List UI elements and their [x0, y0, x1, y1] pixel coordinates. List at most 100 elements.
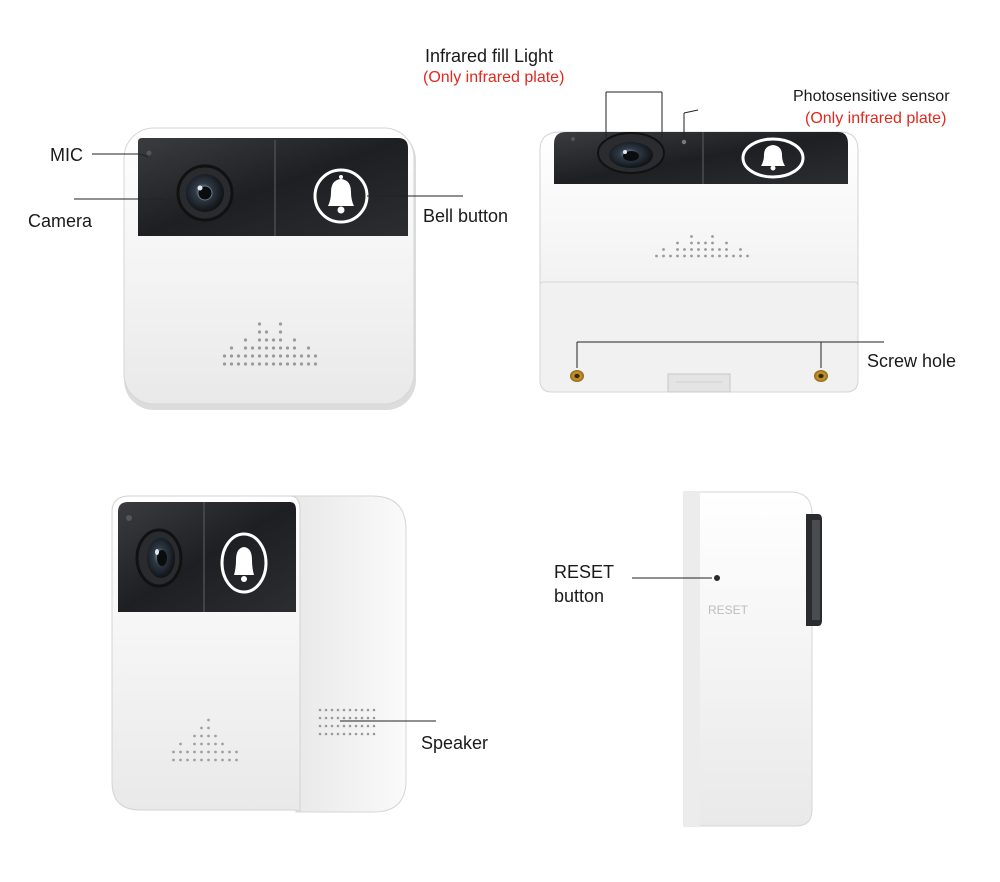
grille-dot — [193, 750, 196, 754]
grille-dot — [243, 346, 248, 350]
grille-dot — [704, 254, 707, 258]
leader-lines — [74, 91, 884, 722]
bottom-speaker-grille — [655, 235, 749, 258]
grille-dot — [711, 254, 714, 258]
grille-dot — [718, 248, 721, 251]
grille-dot — [372, 716, 376, 720]
grille-dot — [725, 254, 728, 258]
grille-dot — [257, 338, 262, 342]
side-view: RESET — [683, 491, 822, 827]
grille-dot — [306, 354, 311, 358]
front-view — [123, 127, 416, 410]
grille-dot — [243, 362, 248, 366]
grille-dot — [179, 750, 182, 754]
grille-dot — [739, 248, 742, 251]
grille-dot — [711, 248, 714, 251]
grille-dot — [318, 708, 322, 712]
grille-dot — [342, 732, 346, 736]
grille-dot — [264, 330, 269, 334]
grille-dot — [342, 708, 346, 712]
side-bell-button-icon — [220, 532, 268, 594]
infrared-fill-light-label: Infrared fill Light — [425, 46, 554, 66]
grille-dot — [306, 362, 311, 366]
grille-dot — [366, 716, 370, 720]
grille-dot — [718, 254, 721, 258]
speaker-label: Speaker — [421, 733, 489, 753]
grille-dot — [372, 724, 376, 728]
grille-dot — [278, 362, 283, 366]
grille-dot — [690, 248, 693, 251]
grille-dot — [697, 254, 700, 258]
grille-dot — [324, 708, 328, 712]
grille-dot — [292, 354, 297, 358]
grille-dot — [292, 338, 297, 342]
grille-dot — [200, 734, 203, 738]
grille-dot — [193, 742, 196, 746]
grille-dot — [243, 338, 248, 342]
grille-dot — [285, 362, 290, 366]
grille-dot — [222, 354, 227, 358]
grille-dot — [271, 346, 276, 350]
grille-dot — [366, 732, 370, 736]
grille-dot — [354, 716, 358, 720]
screw-hole-label: Screw hole — [867, 351, 957, 371]
grille-dot — [200, 750, 203, 754]
grille-dot — [250, 362, 255, 366]
grille-dot — [662, 254, 665, 258]
grille-dot — [214, 758, 217, 762]
camera-label: Camera — [28, 211, 93, 231]
grille-dot — [746, 254, 749, 258]
grille-dot — [342, 716, 346, 720]
grille-dot — [330, 716, 334, 720]
photosensitive-sensor-icon — [681, 139, 687, 145]
grille-dot — [366, 708, 370, 712]
grille-dot — [207, 726, 210, 730]
grille-dot — [229, 354, 234, 358]
grille-dot — [200, 726, 203, 730]
grille-dot — [690, 235, 693, 238]
grille-dot — [354, 724, 358, 728]
grille-dot — [257, 330, 262, 334]
grille-dot — [278, 330, 283, 334]
grille-dot — [336, 732, 340, 736]
grille-dot — [285, 346, 290, 350]
grille-dot — [690, 241, 693, 245]
reset-button-icon[interactable] — [714, 575, 720, 581]
front-speaker-grille — [222, 322, 318, 366]
infrared-note-2: (Only infrared plate) — [805, 110, 947, 127]
grille-dot — [228, 750, 231, 754]
grille-dot — [271, 338, 276, 342]
grille-dot — [683, 248, 686, 251]
grille-dot — [313, 362, 318, 366]
grille-dot — [278, 322, 283, 326]
grille-dot — [697, 241, 700, 245]
grille-dot — [186, 750, 189, 754]
grille-dot — [676, 254, 679, 258]
grille-dot — [221, 750, 224, 754]
grille-dot — [725, 241, 728, 245]
grille-dot — [318, 716, 322, 720]
grille-dot — [207, 718, 210, 722]
reset-button-label-line1: RESET — [554, 562, 615, 582]
grille-dot — [250, 346, 255, 350]
grille-dot — [354, 732, 358, 736]
bottom-view — [539, 131, 859, 393]
grille-dot — [229, 346, 234, 350]
grille-dot — [264, 338, 269, 342]
grille-dot — [324, 724, 328, 728]
grille-dot — [257, 322, 262, 326]
grille-dot — [193, 734, 196, 738]
grille-dot — [200, 758, 203, 762]
grille-dot — [186, 758, 189, 762]
grille-dot — [336, 724, 340, 728]
grille-dot — [669, 254, 672, 258]
grille-dot — [172, 750, 175, 754]
grille-dot — [264, 346, 269, 350]
grille-dot — [348, 724, 352, 728]
grille-dot — [207, 734, 210, 738]
grille-dot — [372, 708, 376, 712]
grille-dot — [292, 346, 297, 350]
bell-button-label: Bell button — [423, 206, 509, 226]
grille-dot — [739, 254, 742, 258]
